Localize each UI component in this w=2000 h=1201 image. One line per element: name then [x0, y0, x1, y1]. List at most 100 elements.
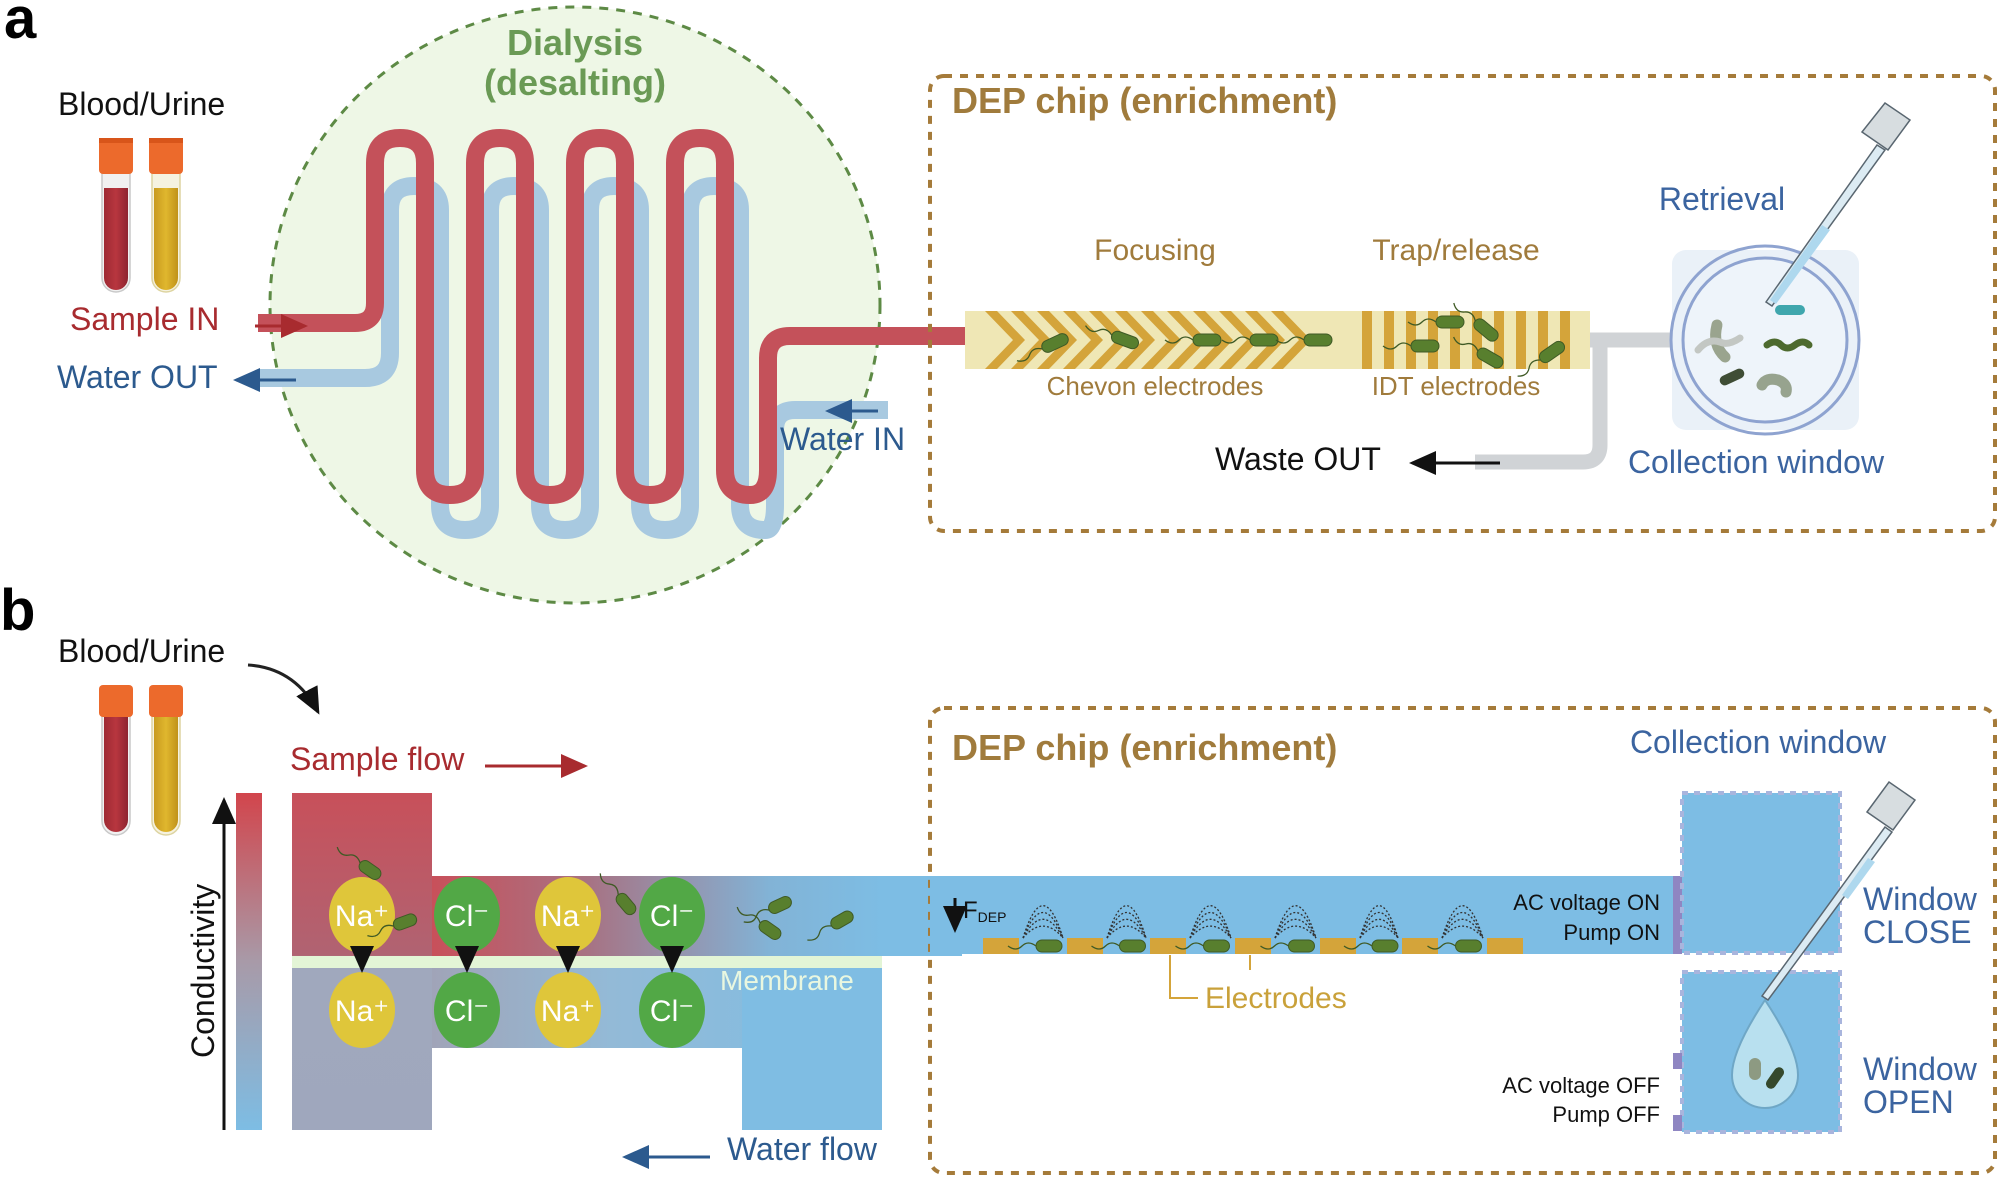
- ion-bottom: [329, 972, 395, 1048]
- dep-electrode: [1235, 938, 1271, 954]
- fdep-label: FDEP: [963, 897, 1006, 925]
- sample-label-b: Blood/Urine: [58, 633, 225, 669]
- urine-tube-icon: [149, 138, 183, 293]
- ion-top: [639, 877, 705, 953]
- dep-electrode: [983, 938, 1019, 954]
- window-seal-closed: [1673, 876, 1682, 954]
- bacteria-group-b: [336, 846, 854, 941]
- bacterium-icon: [1016, 333, 1069, 362]
- flagellum: [1453, 336, 1479, 352]
- flagellum: [1221, 336, 1251, 344]
- window-close-label-1: Window: [1863, 881, 1978, 917]
- panel-label-b: b: [0, 578, 35, 643]
- flagellum: [1343, 942, 1373, 950]
- dialysis-title-1: Dialysis: [507, 22, 643, 63]
- bacterium-body: [615, 892, 637, 916]
- field-line: [1441, 918, 1484, 939]
- window-seal-open-top: [1673, 1053, 1682, 1069]
- flagellum: [599, 873, 619, 895]
- field-line: [1106, 905, 1147, 939]
- bacterium-body: [1119, 939, 1146, 953]
- flagellum: [1517, 359, 1541, 377]
- ion-label: Na⁺: [541, 900, 595, 933]
- field-line: [1106, 918, 1147, 939]
- bacterium-icon: [336, 846, 382, 880]
- sample-in-label: Sample IN: [70, 301, 219, 337]
- trapped-bacterium-icon: [1007, 939, 1063, 953]
- dialysis-channel-b: [292, 793, 962, 1130]
- chevron-electrode: [1115, 311, 1155, 369]
- flagellum: [1016, 347, 1043, 362]
- bacterium-body: [1288, 939, 1315, 953]
- bacterium-body: [392, 913, 418, 931]
- water-in-label: Water IN: [780, 421, 905, 457]
- focusing-label: Focusing: [1094, 234, 1216, 267]
- bacterium-body: [1192, 333, 1222, 347]
- idt-electrode-finger: [1406, 311, 1416, 369]
- flagellum: [1091, 942, 1120, 950]
- pump-on-label: Pump ON: [1563, 920, 1660, 945]
- water-out-label: Water OUT: [57, 359, 218, 395]
- field-line: [1022, 925, 1064, 939]
- field-line: [1441, 925, 1484, 939]
- window-close-label-2: CLOSE: [1863, 914, 1971, 950]
- bacterium-icon: [1221, 333, 1279, 347]
- bacterium-body: [1249, 333, 1279, 347]
- urine-tube-icon-b: [149, 685, 183, 836]
- pipette-icon-a: [1764, 101, 1912, 308]
- bacterium-body: [1035, 939, 1063, 953]
- field-line: [1274, 905, 1317, 939]
- ion-bottom: [535, 972, 601, 1048]
- dep-electrode: [1150, 938, 1186, 954]
- sample-flow-label: Sample flow: [290, 741, 465, 777]
- ac-on-label: AC voltage ON: [1513, 890, 1660, 915]
- bacterium-icon: [1517, 340, 1566, 377]
- dep-electrode: [1320, 938, 1356, 954]
- dep-electrode: [1067, 938, 1103, 954]
- bacterium-body: [830, 910, 854, 930]
- flagellum: [743, 909, 770, 923]
- ion-bottom: [434, 972, 500, 1048]
- chevron-electrodes-label: Chevon electrodes: [1047, 371, 1264, 401]
- bacterium-icon: [1453, 302, 1499, 342]
- ion-top: [535, 877, 601, 953]
- field-line: [1106, 911, 1147, 939]
- bacterium-icon: [1382, 339, 1440, 353]
- bacterium-icon: [1164, 333, 1222, 347]
- sample-label-a: Blood/Urine: [58, 86, 225, 122]
- bacterium-body: [1303, 333, 1333, 347]
- bacteria-group-a: [1016, 302, 1566, 377]
- bacterium-body: [1203, 939, 1230, 953]
- conductivity-gradient-bar: [236, 793, 262, 1130]
- water-channel: [258, 177, 888, 539]
- bacterium-body: [1371, 939, 1399, 953]
- field-line: [1359, 925, 1399, 939]
- dep-chip-title-b: DEP chip (enrichment): [952, 727, 1337, 768]
- ion-label: Cl⁻: [650, 900, 694, 933]
- ion-bottom: [639, 972, 705, 1048]
- bacterium-icon: [807, 910, 854, 941]
- field-line: [1189, 911, 1232, 939]
- flagellum: [736, 906, 761, 924]
- dep-chip-region-a: [928, 74, 1997, 533]
- flagellum: [1275, 336, 1305, 344]
- pipette-icon-b: [1760, 780, 1917, 1002]
- flagellum: [1427, 942, 1456, 950]
- window-seal-open-bottom: [1673, 1115, 1682, 1131]
- panel-label-a: a: [4, 0, 37, 51]
- bacterium-icon: [1407, 315, 1465, 329]
- bacterium-body: [1455, 939, 1482, 953]
- retrieval-label: Retrieval: [1659, 181, 1785, 217]
- chevron-electrode: [1063, 311, 1103, 369]
- blood-tube-icon: [99, 138, 133, 293]
- idt-electrode-finger: [1516, 311, 1526, 369]
- ion-group: Na⁺Na⁺Cl⁻Cl⁻Na⁺Na⁺Cl⁻Cl⁻: [329, 877, 705, 1048]
- ion-label: Na⁺: [541, 995, 595, 1028]
- trapped-bacterium-icon: [1427, 939, 1482, 953]
- bacterium-body: [1410, 339, 1440, 353]
- field-line: [1189, 925, 1232, 939]
- bacterium-icon: [736, 906, 782, 940]
- idt-electrode-finger: [1560, 311, 1570, 369]
- bacterium-body: [758, 920, 782, 940]
